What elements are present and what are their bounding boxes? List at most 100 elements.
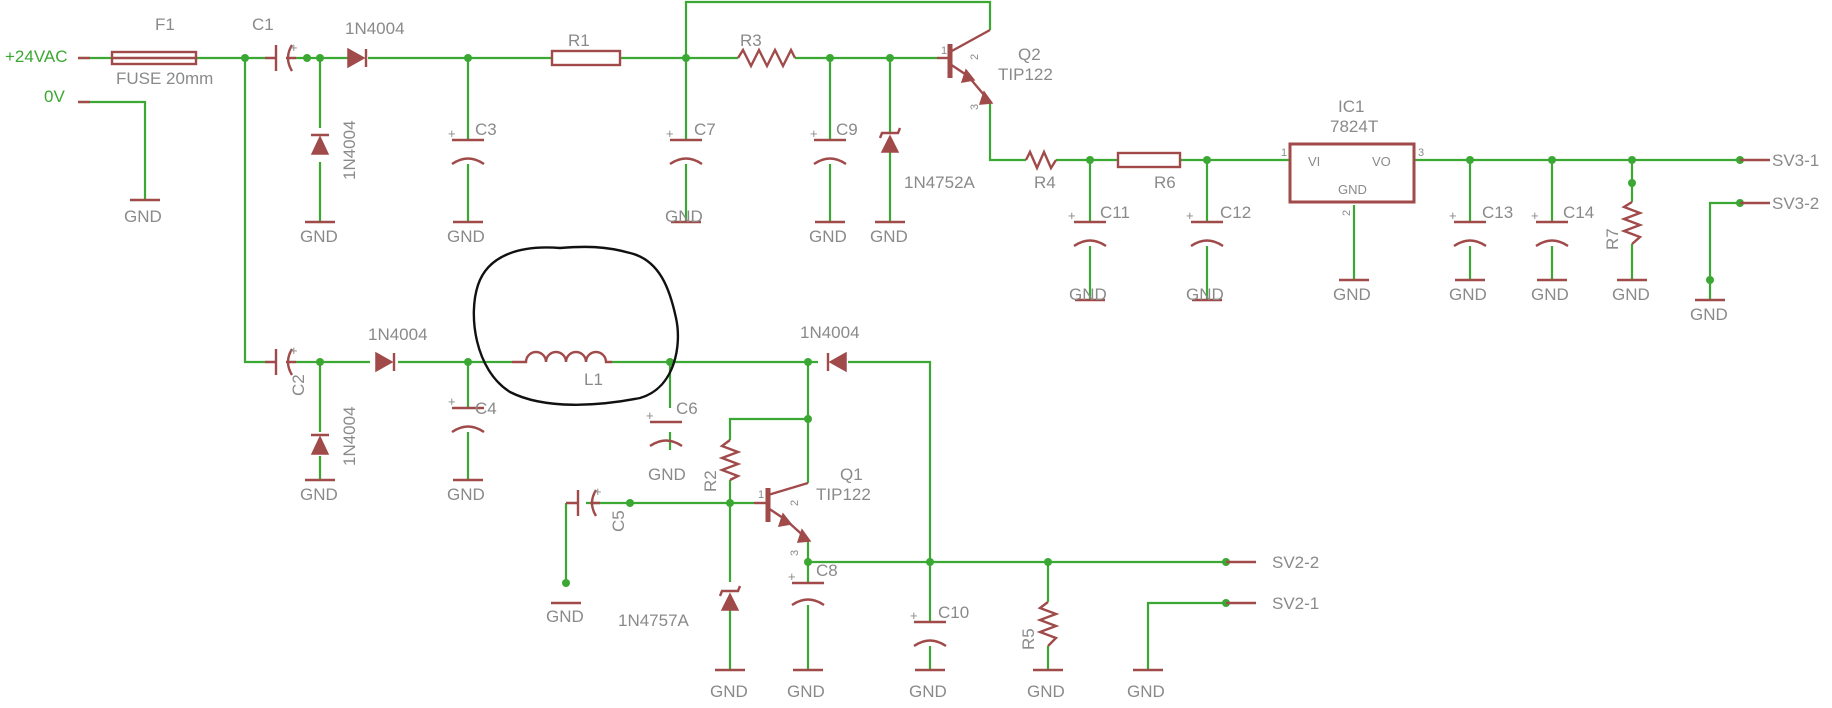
svg-text:GND: GND: [1531, 285, 1569, 304]
svg-text:1N4752A: 1N4752A: [904, 173, 976, 192]
svg-text:GND: GND: [1690, 305, 1728, 324]
svg-text:R2: R2: [701, 470, 720, 492]
svg-text:R4: R4: [1034, 173, 1056, 192]
svg-text:GND: GND: [1027, 682, 1065, 701]
capacitor-c12: + C12 GND: [1186, 203, 1251, 304]
capacitor-c5: + C5 GND: [546, 484, 628, 626]
svg-text:+: +: [448, 126, 456, 141]
svg-text:2: 2: [1341, 210, 1353, 216]
svg-text:TIP122: TIP122: [998, 65, 1053, 84]
svg-text:IC1: IC1: [1338, 97, 1364, 116]
resistor-r7: R7 GND: [1603, 200, 1650, 304]
capacitor-c9: + C9 GND: [809, 120, 858, 246]
svg-text:3: 3: [969, 104, 981, 110]
capacitor-c7: + C7 GND: [665, 120, 716, 226]
resistor-r4: R4: [1024, 149, 1058, 192]
svg-text:GND: GND: [300, 227, 338, 246]
svg-text:C13: C13: [1482, 203, 1513, 222]
svg-text:7824T: 7824T: [1330, 117, 1378, 136]
junctions: [241, 54, 1744, 607]
resistor-r5: R5 GND: [1019, 601, 1065, 701]
svg-text:+: +: [910, 608, 918, 623]
svg-text:GND: GND: [1612, 285, 1650, 304]
svg-text:F1: F1: [155, 15, 175, 34]
capacitor-c1: + C1: [252, 15, 298, 72]
capacitor-c4: + C4 GND: [447, 394, 497, 504]
capacitor-c11: + C11 GND: [1068, 203, 1130, 304]
svg-text:GND: GND: [1449, 285, 1487, 304]
svg-text:+: +: [290, 343, 298, 358]
svg-text:R1: R1: [568, 31, 590, 50]
svg-text:C14: C14: [1563, 203, 1594, 222]
annotation-circle: [472, 245, 680, 406]
capacitor-c10: + C10 GND: [909, 603, 969, 701]
svg-text:2: 2: [969, 54, 981, 60]
svg-text:3: 3: [789, 550, 801, 556]
svg-text:+24VAC: +24VAC: [5, 47, 68, 66]
svg-text:1: 1: [1281, 147, 1287, 159]
svg-text:1N4757A: 1N4757A: [618, 611, 690, 630]
svg-text:GND: GND: [648, 465, 686, 484]
svg-text:+: +: [666, 126, 674, 141]
resistor-r2: R2: [701, 439, 742, 492]
regulator-ic1: VI VO GND IC1 7824T 1 3 2 GND: [1281, 97, 1424, 304]
svg-text:GND: GND: [787, 682, 825, 701]
svg-text:GND: GND: [1186, 285, 1224, 304]
svg-text:C3: C3: [475, 120, 497, 139]
svg-text:C7: C7: [694, 120, 716, 139]
diode-d1: 1N4004: [345, 19, 405, 69]
svg-text:C1: C1: [252, 15, 274, 34]
svg-text:GND: GND: [546, 607, 584, 626]
diode-d3: 1N4004 GND: [300, 406, 359, 504]
svg-text:0V: 0V: [44, 87, 65, 106]
svg-text:1N4004: 1N4004: [340, 406, 359, 466]
svg-text:GND: GND: [909, 682, 947, 701]
inductor-l1: L1: [512, 350, 612, 389]
svg-text:GND: GND: [124, 207, 162, 226]
svg-text:+: +: [1068, 208, 1076, 223]
svg-text:C11: C11: [1100, 203, 1130, 222]
svg-text:R7: R7: [1603, 228, 1622, 250]
zener-diode-bottom: 1N4757A GND: [618, 585, 748, 701]
gnd-symbol: GND: [124, 198, 162, 226]
input-24vac: +24VAC: [5, 47, 90, 66]
connector-sv2: SV2-2 SV2-1 GND: [1127, 553, 1319, 701]
svg-text:1N4004: 1N4004: [800, 323, 860, 342]
svg-text:GND: GND: [1333, 285, 1371, 304]
svg-text:GND: GND: [870, 227, 908, 246]
resistor-r3: R3: [736, 31, 797, 69]
svg-text:+: +: [1449, 208, 1457, 223]
svg-text:VO: VO: [1372, 154, 1391, 169]
svg-text:GND: GND: [447, 485, 485, 504]
svg-text:+: +: [448, 394, 456, 409]
svg-text:SV2-1: SV2-1: [1272, 594, 1319, 613]
svg-text:1N4004: 1N4004: [345, 19, 405, 38]
svg-text:+: +: [290, 40, 298, 55]
capacitor-c3: + C3 GND: [447, 120, 497, 246]
svg-text:SV3-2: SV3-2: [1772, 194, 1819, 213]
svg-text:2: 2: [789, 500, 801, 506]
svg-text:L1: L1: [584, 370, 603, 389]
svg-text:1: 1: [941, 45, 947, 57]
svg-text:GND: GND: [1069, 285, 1107, 304]
svg-text:+: +: [1186, 208, 1194, 223]
svg-text:+: +: [788, 569, 796, 584]
svg-text:GND: GND: [1338, 182, 1367, 197]
svg-text:C8: C8: [816, 561, 838, 580]
svg-text:SV2-2: SV2-2: [1272, 553, 1319, 572]
svg-text:+: +: [1531, 208, 1539, 223]
svg-text:1: 1: [758, 489, 764, 501]
resistor-r6: R6: [1116, 151, 1182, 192]
svg-text:VI: VI: [1308, 154, 1320, 169]
svg-text:GND: GND: [809, 227, 847, 246]
svg-text:R6: R6: [1154, 173, 1176, 192]
svg-text:C9: C9: [836, 120, 858, 139]
svg-text:FUSE 20mm: FUSE 20mm: [116, 69, 213, 88]
zener-diode-top: 1N4752A GND: [870, 127, 976, 246]
resistor-r1: R1: [550, 31, 622, 67]
capacitor-c2: + C2: [265, 343, 308, 396]
svg-text:C4: C4: [475, 399, 497, 418]
svg-text:TIP122: TIP122: [816, 485, 871, 504]
svg-text:GND: GND: [447, 227, 485, 246]
